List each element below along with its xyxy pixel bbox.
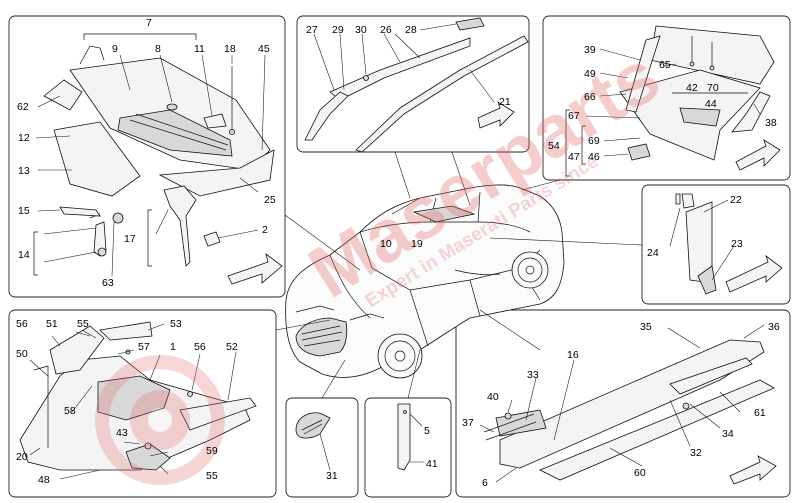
callout-39: 39 bbox=[584, 44, 596, 56]
strip-leaders bbox=[409, 413, 424, 463]
callout-51: 51 bbox=[46, 318, 58, 330]
callout-11: 11 bbox=[194, 43, 205, 55]
emblem-leader bbox=[319, 433, 331, 471]
callout-42: 42 bbox=[686, 82, 698, 94]
callout-26: 26 bbox=[380, 24, 392, 36]
callout-54: 54 bbox=[548, 140, 560, 152]
callout-61: 61 bbox=[754, 407, 766, 419]
strip-part bbox=[397, 403, 411, 471]
callout-6: 6 bbox=[482, 477, 488, 489]
callout-48: 48 bbox=[38, 474, 50, 486]
pillar-leaders bbox=[669, 199, 735, 281]
callout-49: 49 bbox=[584, 68, 596, 80]
cowl-assembly bbox=[33, 33, 283, 285]
panel-roof-rails bbox=[296, 15, 530, 153]
panel-leaders bbox=[275, 151, 643, 399]
callout-63: 63 bbox=[102, 277, 114, 289]
callout-62: 62 bbox=[17, 101, 29, 113]
callout-32: 32 bbox=[690, 447, 702, 459]
spoiler-leaders bbox=[585, 48, 761, 157]
callout-27: 27 bbox=[306, 24, 318, 36]
callout-17: 17 bbox=[124, 233, 136, 245]
callout-30: 30 bbox=[355, 24, 367, 36]
callout-65: 65 bbox=[659, 59, 671, 71]
callout-33: 33 bbox=[527, 369, 539, 381]
callout-40: 40 bbox=[487, 391, 499, 403]
panel-emblem bbox=[285, 397, 359, 498]
callout-69: 69 bbox=[588, 135, 600, 147]
underbody-assembly bbox=[19, 321, 257, 471]
callout-31: 31 bbox=[326, 470, 338, 482]
callout-7: 7 bbox=[146, 17, 152, 29]
cowl-bracket-62 bbox=[43, 79, 83, 111]
callout-55b: 55 bbox=[206, 470, 218, 482]
panel-pillar bbox=[641, 184, 791, 305]
callout-2: 2 bbox=[262, 224, 268, 236]
callout-15: 15 bbox=[18, 205, 30, 217]
callout-53: 53 bbox=[170, 318, 182, 330]
callout-25: 25 bbox=[264, 194, 276, 206]
sill-assembly bbox=[483, 339, 777, 485]
callout-56b: 56 bbox=[194, 341, 206, 353]
callout-24: 24 bbox=[647, 247, 659, 259]
callout-44: 44 bbox=[705, 98, 717, 110]
callout-66: 66 bbox=[584, 91, 596, 103]
callout-35: 35 bbox=[640, 321, 652, 333]
callout-60: 60 bbox=[634, 467, 646, 479]
callout-50: 50 bbox=[16, 348, 28, 360]
callout-20: 20 bbox=[16, 451, 28, 463]
callout-21: 21 bbox=[499, 96, 511, 108]
callout-labels: 7 9 8 11 18 45 62 12 13 25 15 17 2 14 63… bbox=[16, 17, 780, 489]
callout-58: 58 bbox=[64, 405, 76, 417]
callout-18: 18 bbox=[224, 43, 236, 55]
callout-34: 34 bbox=[722, 428, 734, 440]
panel-cowl bbox=[8, 15, 286, 298]
callout-19: 19 bbox=[411, 238, 423, 250]
callout-37: 37 bbox=[462, 417, 474, 429]
callout-23: 23 bbox=[731, 238, 743, 250]
roof-rails bbox=[304, 17, 529, 153]
callout-8: 8 bbox=[155, 43, 161, 55]
callout-29: 29 bbox=[332, 24, 344, 36]
callout-9: 9 bbox=[112, 43, 118, 55]
callout-13: 13 bbox=[18, 165, 30, 177]
callout-16: 16 bbox=[567, 349, 579, 361]
callout-59: 59 bbox=[206, 445, 218, 457]
callout-67: 67 bbox=[568, 110, 580, 122]
callout-10: 10 bbox=[380, 238, 392, 250]
callout-57: 57 bbox=[138, 341, 150, 353]
callout-70: 70 bbox=[707, 82, 719, 94]
callout-46: 46 bbox=[588, 151, 600, 163]
callout-5: 5 bbox=[424, 425, 430, 437]
emblem-part bbox=[295, 412, 331, 439]
car-illustration bbox=[285, 184, 565, 379]
callout-22: 22 bbox=[730, 194, 742, 206]
sill-leaders bbox=[479, 324, 765, 483]
spoiler-assembly bbox=[565, 25, 781, 177]
pillar-trim bbox=[675, 193, 783, 295]
callout-28: 28 bbox=[405, 24, 417, 36]
callout-55: 55 bbox=[77, 318, 89, 330]
callout-43: 43 bbox=[116, 427, 128, 439]
callout-41: 41 bbox=[426, 458, 438, 470]
roof-leaders bbox=[313, 23, 495, 103]
callout-14: 14 bbox=[18, 249, 30, 261]
cowl-leaders bbox=[35, 54, 266, 277]
callout-56: 56 bbox=[16, 318, 28, 330]
callout-52: 52 bbox=[226, 341, 238, 353]
callout-36: 36 bbox=[768, 321, 780, 333]
callout-47: 47 bbox=[568, 151, 580, 163]
callout-45: 45 bbox=[258, 43, 270, 55]
callout-1: 1 bbox=[170, 341, 176, 353]
callout-38: 38 bbox=[765, 117, 777, 129]
callout-12: 12 bbox=[18, 132, 30, 144]
underbody-leaders bbox=[29, 323, 237, 480]
